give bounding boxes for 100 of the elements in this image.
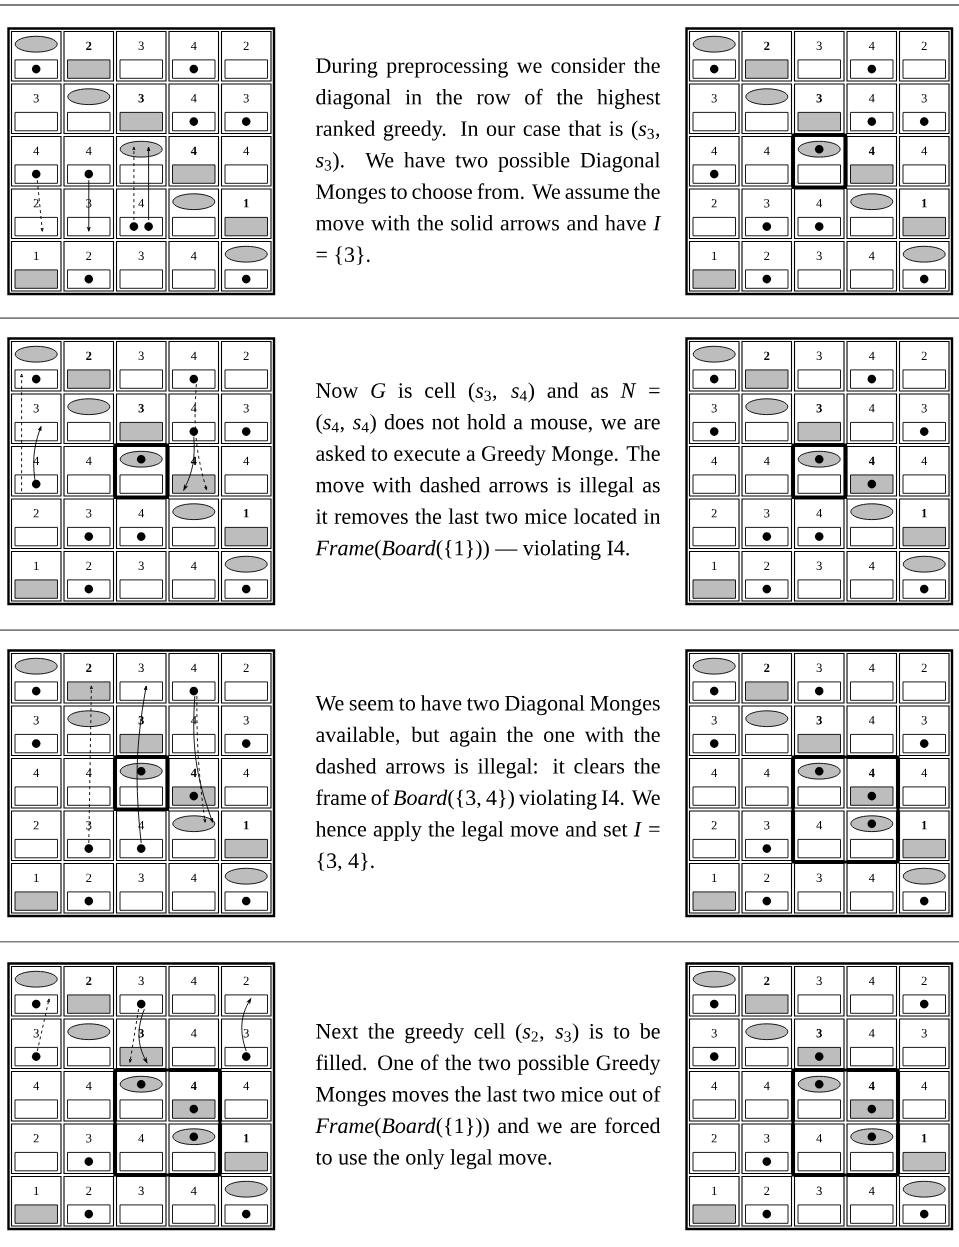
cell-number: 4 bbox=[190, 146, 197, 155]
cell-number: 4 bbox=[763, 768, 770, 777]
cell-number: 3 bbox=[816, 404, 822, 413]
cell-number: 3 bbox=[816, 41, 822, 50]
cell-number: 3 bbox=[243, 716, 249, 725]
cell-number: 4 bbox=[138, 1134, 145, 1143]
cell-number: 4 bbox=[921, 456, 928, 465]
cell-number: 2 bbox=[764, 976, 770, 985]
cell-number: 4 bbox=[763, 146, 770, 155]
cell-number: 1 bbox=[922, 199, 927, 208]
cell-number: 3 bbox=[764, 199, 770, 208]
cell-number: 4 bbox=[243, 146, 250, 155]
cell-number: 3 bbox=[816, 94, 822, 103]
cell-number: 4 bbox=[868, 146, 875, 155]
cell-number: 1 bbox=[712, 561, 717, 570]
cell-number: 3 bbox=[243, 1029, 249, 1038]
cell-number: 2 bbox=[86, 351, 92, 360]
cell-number: 2 bbox=[711, 821, 717, 830]
cell-number: 3 bbox=[138, 94, 144, 103]
cell-number: 4 bbox=[816, 509, 823, 518]
cell-number: 3 bbox=[243, 94, 249, 103]
cell-number: 3 bbox=[764, 821, 770, 830]
cell-number: 1 bbox=[34, 251, 39, 260]
cell-number: 2 bbox=[33, 1134, 39, 1143]
cell-number: 3 bbox=[711, 94, 717, 103]
cell-number: 4 bbox=[190, 1081, 197, 1090]
paragraph: We seem to have two Diagonal Monges available, but again the one with the dashed arrows is illegal: it clears the frame of Board({3, 4}) violating I4. We hence apply the legal move and set I = {3, 4}. bbox=[315, 695, 660, 872]
cell-number: 4 bbox=[868, 456, 875, 465]
cell-number: 4 bbox=[711, 146, 718, 155]
cell-number: 4 bbox=[190, 1029, 197, 1038]
cell-number: 3 bbox=[33, 404, 39, 413]
cell-number: 4 bbox=[138, 199, 145, 208]
cell-number: 2 bbox=[711, 199, 717, 208]
cell-number: 1 bbox=[34, 873, 39, 882]
cell-number: 4 bbox=[868, 94, 875, 103]
cell-number: 3 bbox=[138, 1186, 144, 1195]
cell-number: 3 bbox=[921, 94, 927, 103]
cell-number: 4 bbox=[711, 456, 718, 465]
cell-number: 3 bbox=[816, 251, 822, 260]
cell-number: 4 bbox=[190, 251, 197, 260]
cell-number: 3 bbox=[711, 1029, 717, 1038]
cell-number: 4 bbox=[868, 41, 875, 50]
cell-number: 4 bbox=[33, 768, 40, 777]
cell-number: 4 bbox=[85, 768, 92, 777]
cell-number: 3 bbox=[138, 351, 144, 360]
cell-number: 3 bbox=[921, 404, 927, 413]
cell-number: 3 bbox=[243, 404, 249, 413]
cell-number: 3 bbox=[816, 663, 822, 672]
cell-number: 4 bbox=[868, 404, 875, 413]
cell-number: 3 bbox=[816, 1186, 822, 1195]
cell-number: 4 bbox=[190, 768, 197, 777]
cell-number: 4 bbox=[816, 1134, 823, 1143]
cell-number: 2 bbox=[86, 873, 92, 882]
cell-number: 1 bbox=[922, 821, 927, 830]
cell-number: 2 bbox=[711, 1134, 717, 1143]
cell-number: 3 bbox=[764, 509, 770, 518]
cell-number: 4 bbox=[921, 768, 928, 777]
cell-number: 2 bbox=[764, 1186, 770, 1195]
cell-number: 3 bbox=[138, 41, 144, 50]
cell-number: 4 bbox=[138, 509, 145, 518]
cell-number: 4 bbox=[711, 1081, 718, 1090]
cell-number: 4 bbox=[868, 873, 875, 882]
cell-number: 4 bbox=[868, 976, 875, 985]
cell-number: 3 bbox=[711, 404, 717, 413]
cell-number: 2 bbox=[921, 663, 927, 672]
cell-number: 2 bbox=[764, 561, 770, 570]
paragraph: Now G is cell (s$_{3}$, s$_{4}$) and as N = (s$_{4}$, s$_{4}$) does not hold a mouse, we are asked to execute a Greedy Monge. The move with dashed arrows is illegal as it removes the last two mice located in Frame(Board({1})) — violating I4. bbox=[315, 382, 661, 560]
cell-number: 4 bbox=[243, 456, 250, 465]
cell-number: 4 bbox=[921, 1081, 928, 1090]
cell-number: 4 bbox=[816, 199, 823, 208]
cell-number: 4 bbox=[190, 561, 197, 570]
cell-number: 4 bbox=[763, 1081, 770, 1090]
cell-number: 4 bbox=[868, 1186, 875, 1195]
cell-number: 3 bbox=[816, 716, 822, 725]
cell-number: 1 bbox=[244, 821, 249, 830]
cell-number: 2 bbox=[33, 509, 39, 518]
cell-number: 4 bbox=[711, 768, 718, 777]
cell-number: 3 bbox=[138, 716, 144, 725]
cell-number: 3 bbox=[921, 1029, 927, 1038]
cell-number: 3 bbox=[816, 873, 822, 882]
cell-number: 1 bbox=[712, 1186, 717, 1195]
cell-number: 3 bbox=[816, 351, 822, 360]
cell-number: 4 bbox=[868, 768, 875, 777]
cell-number: 3 bbox=[816, 561, 822, 570]
cell-number: 1 bbox=[922, 1134, 927, 1143]
cell-number: 2 bbox=[764, 351, 770, 360]
cell-number: 2 bbox=[243, 663, 249, 672]
cell-number: 3 bbox=[711, 716, 717, 725]
cell-number: 1 bbox=[712, 251, 717, 260]
cell-number: 1 bbox=[712, 873, 717, 882]
cell-number: 4 bbox=[868, 1081, 875, 1090]
cell-number: 4 bbox=[816, 821, 823, 830]
cell-number: 4 bbox=[868, 561, 875, 570]
cell-number: 2 bbox=[86, 561, 92, 570]
cell-number: 3 bbox=[921, 716, 927, 725]
cell-number: 2 bbox=[86, 251, 92, 260]
cell-number: 3 bbox=[33, 1029, 39, 1038]
cell-number: 2 bbox=[86, 663, 92, 672]
cell-number: 4 bbox=[190, 873, 197, 882]
cell-number: 3 bbox=[138, 663, 144, 672]
